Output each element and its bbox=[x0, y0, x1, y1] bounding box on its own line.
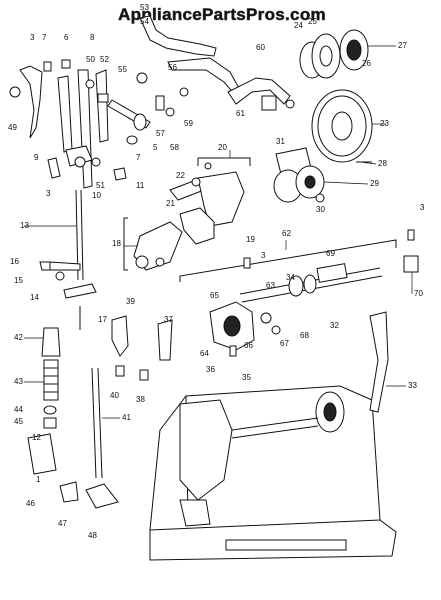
watermark: AppliancePartsPros.com bbox=[118, 5, 326, 24]
callout-34: 34 bbox=[286, 273, 295, 282]
callout-44: 44 bbox=[14, 405, 23, 414]
callout-11: 11 bbox=[136, 181, 145, 190]
callout-7b: 7 bbox=[136, 153, 141, 162]
callout-3b: 3 bbox=[261, 251, 266, 260]
callout-3a: 3 bbox=[46, 189, 51, 198]
callout-20: 20 bbox=[218, 143, 227, 152]
callout-13: 13 bbox=[20, 221, 29, 230]
callout-37: 37 bbox=[164, 315, 173, 324]
callout-30: 30 bbox=[316, 205, 325, 214]
callout-50: 50 bbox=[86, 55, 95, 64]
callout-48: 48 bbox=[88, 531, 97, 540]
callout-42: 42 bbox=[14, 333, 23, 342]
callout-66: 66 bbox=[244, 341, 253, 350]
callout-35: 35 bbox=[242, 373, 251, 382]
callout-3d: 3 bbox=[30, 33, 35, 42]
callout-1: 1 bbox=[36, 475, 41, 484]
callout-38: 38 bbox=[136, 395, 145, 404]
callout-27: 27 bbox=[398, 41, 407, 50]
callout-5: 5 bbox=[153, 143, 158, 152]
lower-left-parts bbox=[27, 306, 173, 509]
callout-63: 63 bbox=[266, 281, 275, 290]
callout-57: 57 bbox=[156, 129, 165, 138]
callout-19: 19 bbox=[246, 235, 255, 244]
callout-33: 33 bbox=[408, 381, 417, 390]
hook-shaft-assembly bbox=[179, 229, 419, 357]
callout-24: 24 bbox=[294, 21, 303, 30]
upper-left-mechanism bbox=[9, 59, 151, 299]
callout-25: 25 bbox=[308, 17, 317, 26]
callout-3c: 3 bbox=[420, 203, 425, 212]
callout-70: 70 bbox=[414, 289, 423, 298]
callout-69: 69 bbox=[326, 249, 335, 258]
callout-53: 53 bbox=[140, 3, 149, 12]
callout-17: 17 bbox=[98, 315, 107, 324]
callout-28: 28 bbox=[378, 159, 387, 168]
callout-9: 9 bbox=[34, 153, 39, 162]
callout-40: 40 bbox=[110, 391, 119, 400]
callout-7a: 7 bbox=[42, 33, 47, 42]
callout-64: 64 bbox=[200, 349, 209, 358]
callout-68: 68 bbox=[300, 331, 309, 340]
callout-16: 16 bbox=[10, 257, 19, 266]
callout-36: 36 bbox=[206, 365, 215, 374]
callout-12: 12 bbox=[32, 433, 41, 442]
callout-41: 41 bbox=[122, 413, 131, 422]
callout-15: 15 bbox=[14, 276, 23, 285]
callout-62: 62 bbox=[282, 229, 291, 238]
callout-labels: 1 3 3 3 3 5 6 7 7 8 9 10 11 12 13 14 15 … bbox=[8, 3, 425, 540]
callout-14: 14 bbox=[30, 293, 39, 302]
callout-52: 52 bbox=[100, 55, 109, 64]
callout-47: 47 bbox=[58, 519, 67, 528]
callout-6: 6 bbox=[64, 33, 69, 42]
callout-43: 43 bbox=[14, 377, 23, 386]
callout-8: 8 bbox=[90, 33, 95, 42]
callout-10: 10 bbox=[92, 191, 101, 200]
callout-61: 61 bbox=[236, 109, 245, 118]
leader-lines bbox=[24, 45, 413, 419]
callout-60: 60 bbox=[256, 43, 265, 52]
callout-26: 26 bbox=[362, 59, 371, 68]
callout-45: 45 bbox=[14, 417, 23, 426]
callout-51: 51 bbox=[96, 181, 105, 190]
callout-39: 39 bbox=[126, 297, 135, 306]
callout-59: 59 bbox=[184, 119, 193, 128]
upper-center-mechanism bbox=[136, 15, 295, 117]
callout-46: 46 bbox=[26, 499, 35, 508]
callout-55: 55 bbox=[118, 65, 127, 74]
callout-58: 58 bbox=[170, 143, 179, 152]
callout-49: 49 bbox=[8, 123, 17, 132]
callout-22: 22 bbox=[176, 171, 185, 180]
callout-29: 29 bbox=[370, 179, 379, 188]
callout-31: 31 bbox=[276, 137, 285, 146]
callout-67: 67 bbox=[280, 339, 289, 348]
callout-56: 56 bbox=[168, 63, 177, 72]
callout-54: 54 bbox=[140, 17, 149, 26]
callout-18: 18 bbox=[112, 239, 121, 248]
callout-32: 32 bbox=[330, 321, 339, 330]
callout-21: 21 bbox=[166, 199, 175, 208]
callout-23: 23 bbox=[380, 119, 389, 128]
callout-65: 65 bbox=[210, 291, 219, 300]
middle-mechanism bbox=[123, 157, 251, 271]
upper-right-gears bbox=[273, 29, 373, 203]
machine-body bbox=[149, 311, 397, 561]
